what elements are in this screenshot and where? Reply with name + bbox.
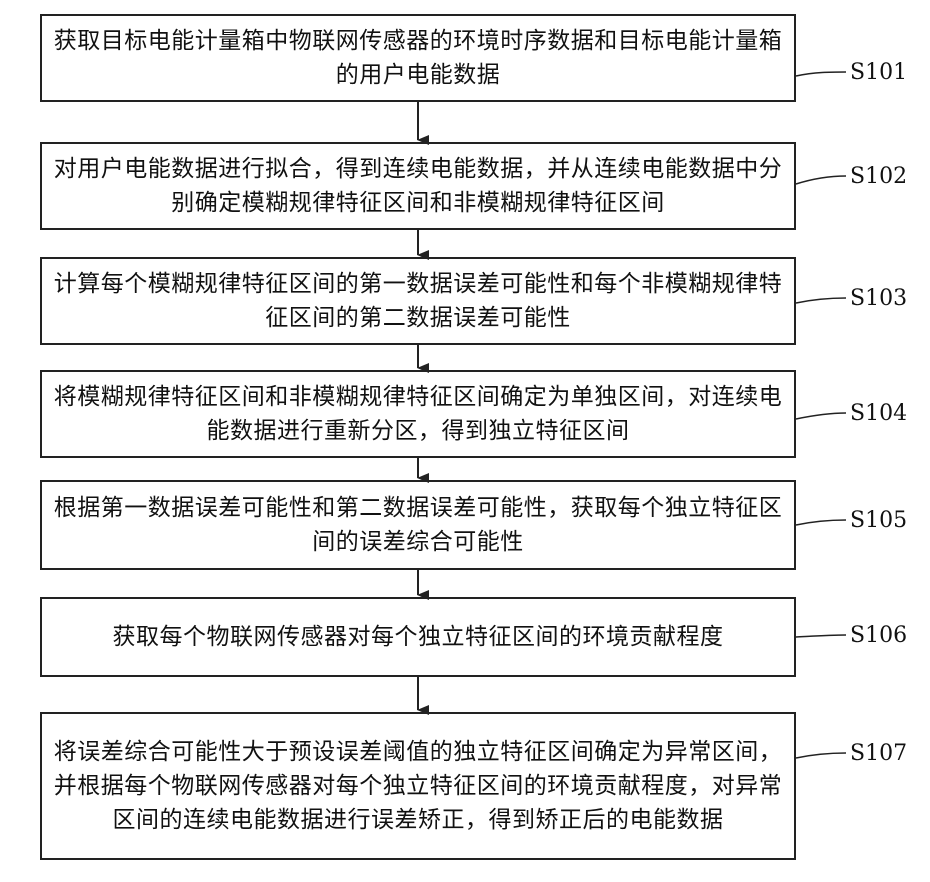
step-box-s101: 获取目标电能计量箱中物联网传感器的环境时序数据和目标电能计量箱的用户电能数据: [40, 14, 796, 102]
step-text-s103: 计算每个模糊规律特征区间的第一数据误差可能性和每个非模糊规律特征区间的第二数据误…: [52, 267, 784, 335]
step-text-s104: 将模糊规律特征区间和非模糊规律特征区间确定为单独区间，对连续电能数据进行重新分区…: [52, 380, 784, 448]
leader-s101: [796, 72, 846, 76]
step-text-s106: 获取每个物联网传感器对每个独立特征区间的环境贡献程度: [113, 620, 724, 654]
step-box-s107: 将误差综合可能性大于预设误差阈值的独立特征区间确定为异常区间，并根据每个物联网传…: [40, 712, 796, 860]
step-label-s104: S104: [850, 401, 907, 427]
leader-s105: [796, 520, 846, 525]
step-text-s105: 根据第一数据误差可能性和第二数据误差可能性，获取每个独立特征区间的误差综合可能性: [52, 491, 784, 559]
step-box-s102: 对用户电能数据进行拟合，得到连续电能数据，并从连续电能数据中分别确定模糊规律特征…: [40, 142, 796, 230]
step-label-s105: S105: [850, 508, 907, 534]
step-box-s104: 将模糊规律特征区间和非模糊规律特征区间确定为单独区间，对连续电能数据进行重新分区…: [40, 370, 796, 458]
leader-s102: [796, 176, 846, 184]
step-text-s102: 对用户电能数据进行拟合，得到连续电能数据，并从连续电能数据中分别确定模糊规律特征…: [52, 152, 784, 220]
step-label-s101: S101: [850, 60, 907, 86]
step-box-s105: 根据第一数据误差可能性和第二数据误差可能性，获取每个独立特征区间的误差综合可能性: [40, 480, 796, 570]
step-box-s103: 计算每个模糊规律特征区间的第一数据误差可能性和每个非模糊规律特征区间的第二数据误…: [40, 257, 796, 345]
leader-s103: [796, 298, 846, 303]
step-label-s103: S103: [850, 286, 907, 312]
step-text-s101: 获取目标电能计量箱中物联网传感器的环境时序数据和目标电能计量箱的用户电能数据: [52, 24, 784, 92]
step-text-s107: 将误差综合可能性大于预设误差阈值的独立特征区间确定为异常区间，并根据每个物联网传…: [52, 735, 784, 837]
leader-s104: [796, 413, 846, 419]
label-leaders: [796, 72, 846, 758]
leader-s107: [796, 753, 846, 758]
step-label-s102: S102: [850, 164, 907, 190]
leader-s106: [796, 635, 846, 637]
step-box-s106: 获取每个物联网传感器对每个独立特征区间的环境贡献程度: [40, 597, 796, 677]
step-label-s107: S107: [850, 741, 907, 767]
step-label-s106: S106: [850, 623, 907, 649]
